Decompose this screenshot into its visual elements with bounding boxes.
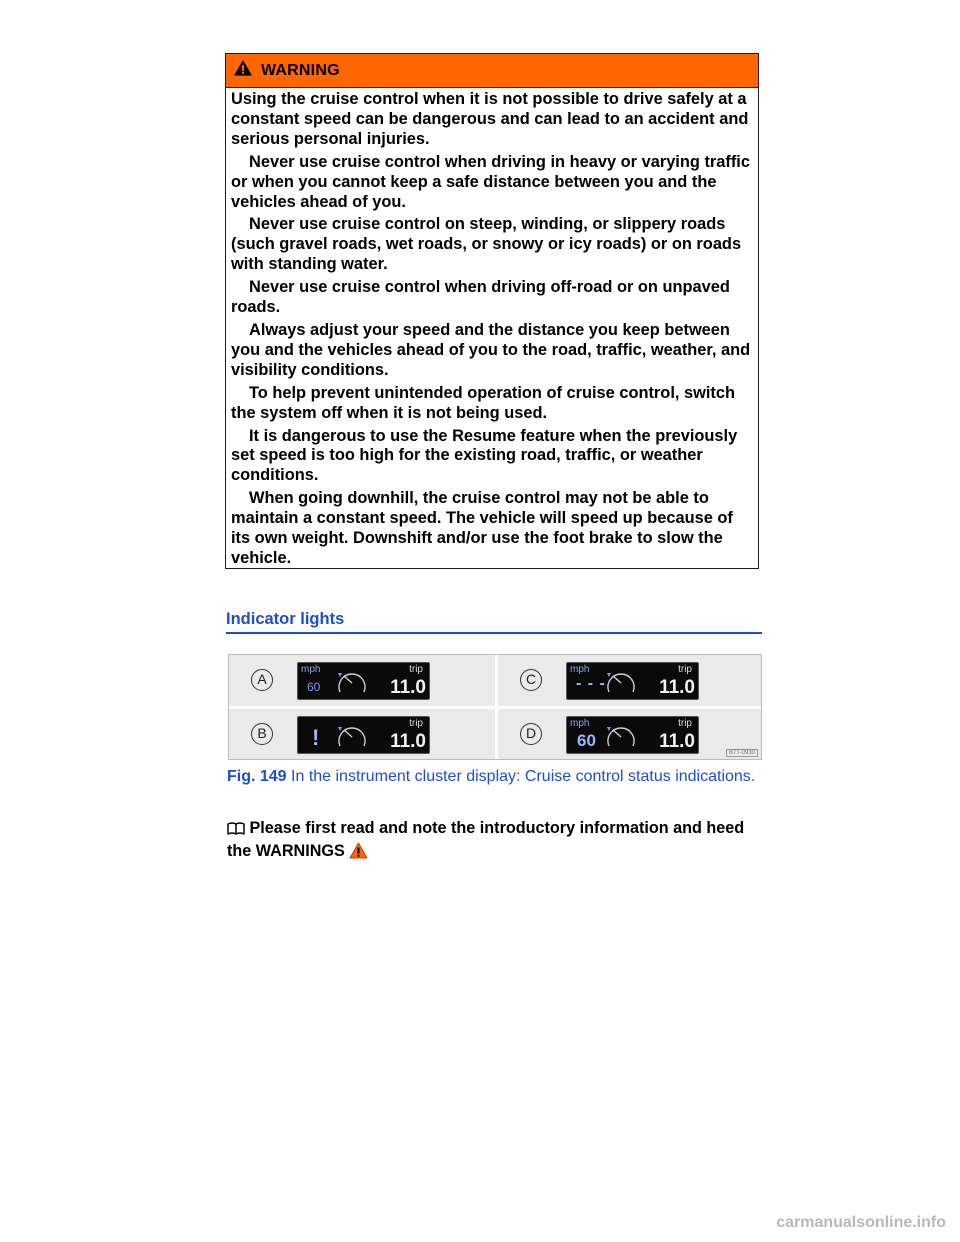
warning-box: WARNING Using the cruise control when it… [225,53,759,569]
warning-paragraph: Never use cruise control when driving of… [231,278,730,317]
warning-paragraph: When going downhill, the cruise control … [231,489,733,567]
unit-label: mph [570,664,590,675]
warning-header: WARNING [226,54,758,88]
set-speed: 60 [307,680,321,694]
panel-label: C [520,669,542,691]
panel-label: A [251,669,273,691]
speedometer-icon [604,668,638,699]
trip-label: trip [678,664,692,675]
figure-code: B7T-0930 [725,749,758,757]
warning-title: WARNING [261,61,340,79]
warning-paragraph: To help prevent unintended operation of … [231,383,735,422]
caption-text: In the instrument cluster display: Cruis… [286,768,756,785]
cluster-display: mph 60 trip 11.0 [566,716,699,754]
trip-value: 11.0 [390,731,426,752]
set-speed: ! [312,725,320,750]
warning-triangle-icon [234,60,252,81]
warning-paragraph: It is dangerous to use the Resume featur… [231,426,738,485]
warning-triangle-icon [349,842,368,864]
speedometer-icon [335,722,369,753]
warning-body: Using the cruise control when it is not … [226,88,758,569]
footer-watermark[interactable]: carmanualsonline.info [776,1214,946,1231]
speedometer-icon [335,668,369,699]
trip-label: trip [409,664,423,675]
cluster-display: mph 60 trip 11.0 [297,662,430,700]
trip-value: 11.0 [390,677,426,698]
trip-value: 11.0 [659,731,695,752]
cluster-display: ! trip 11.0 [297,716,430,754]
speedometer-icon [604,722,638,753]
trip-label: trip [678,718,692,729]
set-speed: 60 [577,731,596,750]
warning-paragraph: Never use cruise control when driving in… [231,152,750,211]
trip-value: 11.0 [659,677,695,698]
warning-paragraph: Always adjust your speed and the distanc… [231,320,751,379]
trip-label: trip [409,718,423,729]
figure-number: Fig. 149 [227,768,287,785]
instrument-cluster-figure: A mph 60 trip 11.0 C mph - - - [228,654,762,760]
cluster-display: mph - - - trip 11.0 [566,662,699,700]
set-speed: - - - [576,675,606,692]
open-book-icon [227,821,245,841]
section-heading: Indicator lights [226,610,762,634]
panel-a: A mph 60 trip 11.0 [229,655,495,706]
warning-paragraph: Never use cruise control on steep, windi… [231,215,742,274]
intro-note: Please first read and note the introduct… [227,818,757,864]
figure-divider [229,706,761,709]
unit-label: mph [301,664,321,675]
note-text: Please first read and note the introduct… [227,819,745,860]
warning-paragraph: Using the cruise control when it is not … [231,90,749,148]
panel-c: C mph - - - trip 11.0 [498,655,764,706]
panel-label: D [520,723,542,745]
unit-label: mph [570,718,590,729]
panel-d: D mph 60 trip 11.0 [498,709,764,760]
panel-label: B [251,723,273,745]
panel-b: B ! trip 11.0 [229,709,495,760]
figure-caption: Fig. 149 In the instrument cluster displ… [227,767,757,787]
